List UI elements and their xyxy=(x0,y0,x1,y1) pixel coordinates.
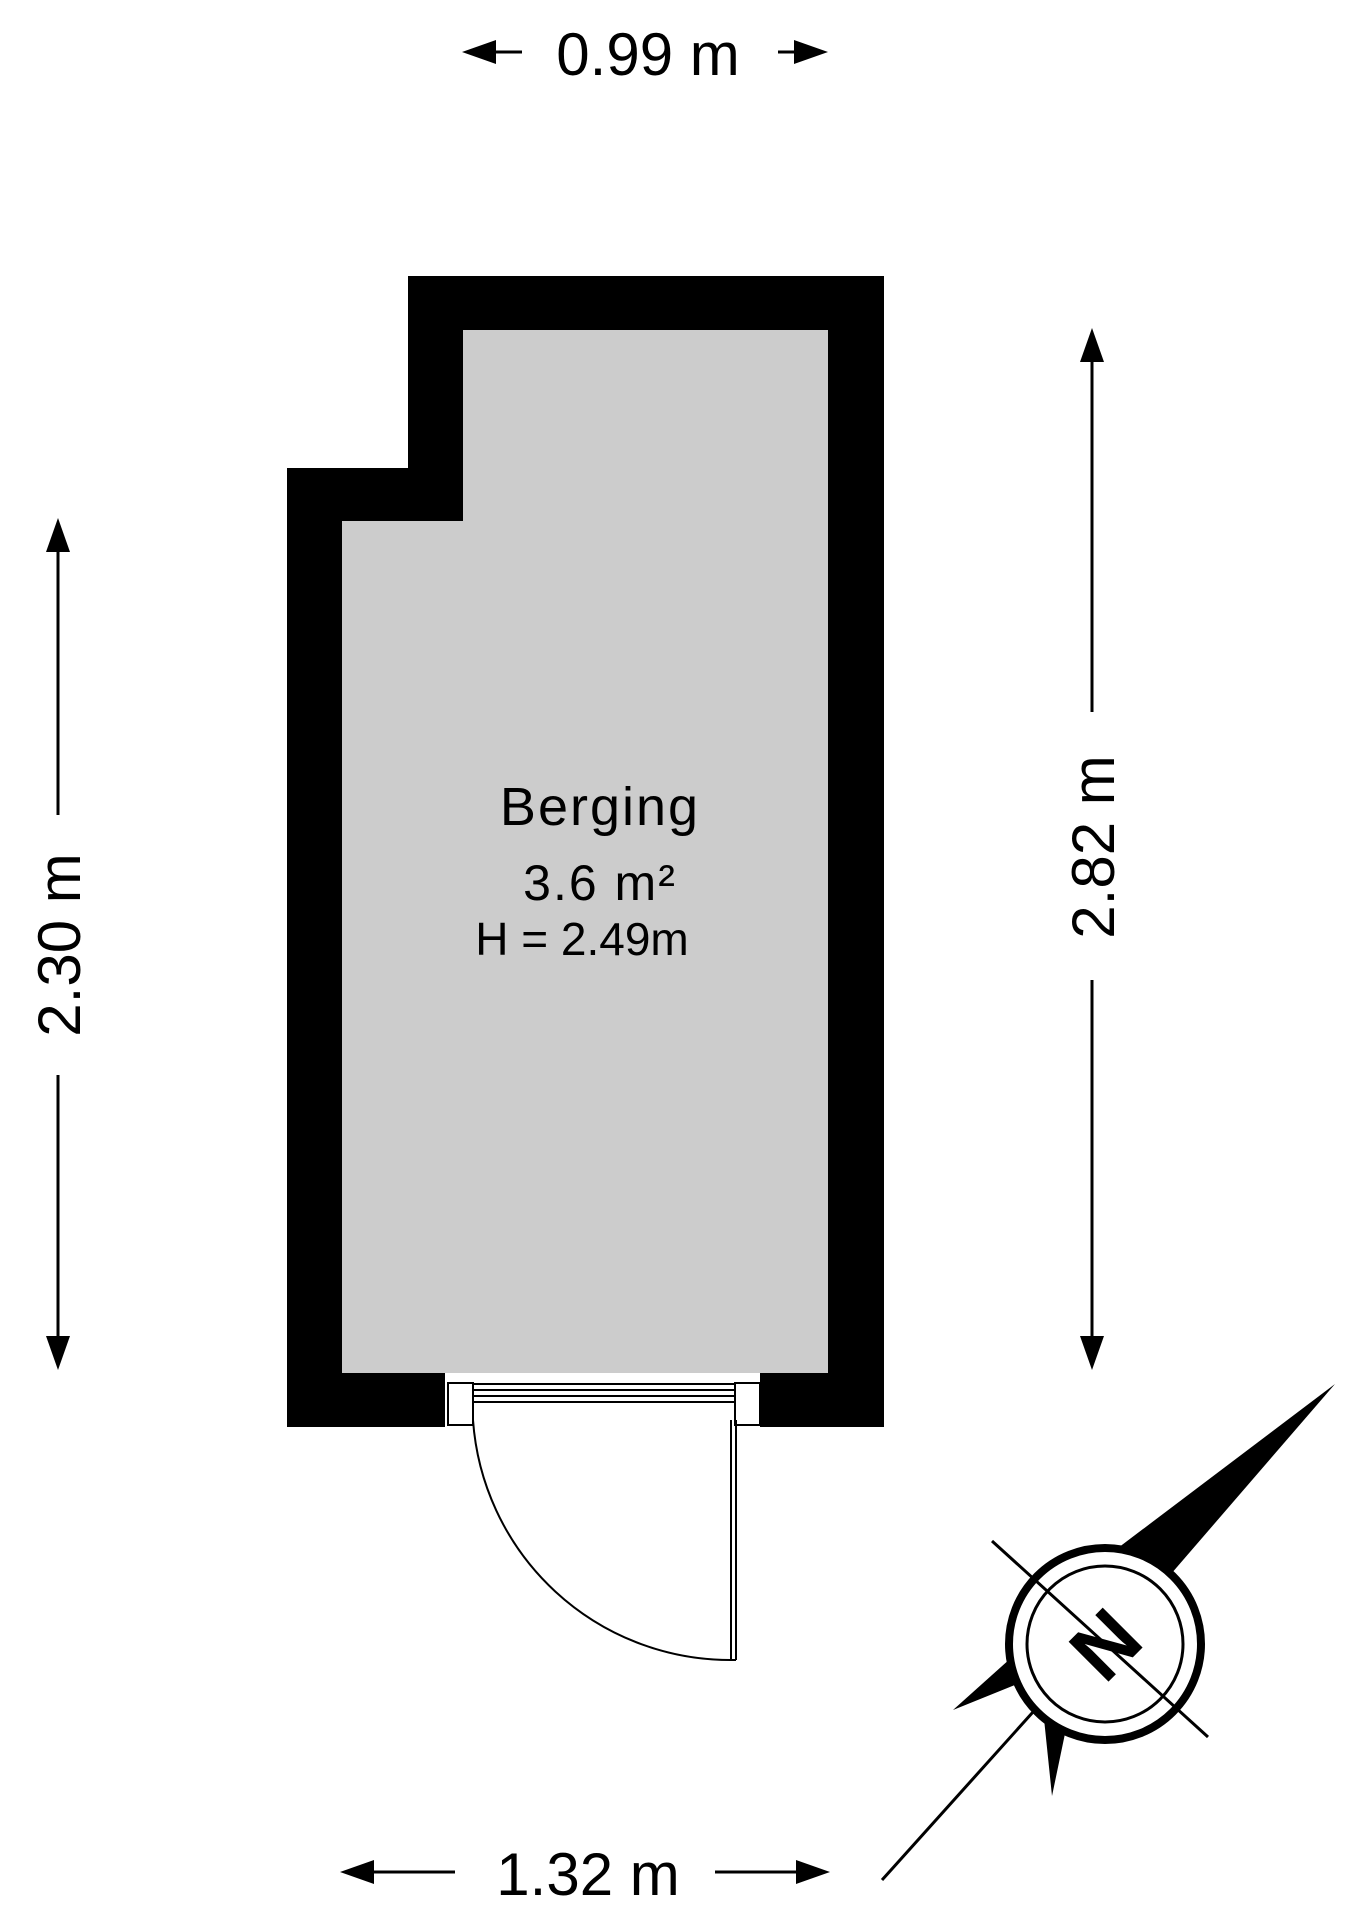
dimension-left xyxy=(46,518,70,1370)
compass-tail-line xyxy=(880,1700,1044,1882)
room-height: H = 2.49m xyxy=(475,913,689,965)
dimension-left-label: 2.30 m xyxy=(26,853,93,1036)
dimension-bottom-label: 1.32 m xyxy=(496,1841,679,1908)
compass-cross-line xyxy=(990,1539,1210,1739)
door-opening xyxy=(445,1373,760,1427)
door-swing xyxy=(472,1419,737,1662)
compass-rose: N xyxy=(880,1384,1335,1882)
room-floor xyxy=(342,330,828,1373)
room-name: Berging xyxy=(500,777,700,837)
dimension-right xyxy=(1080,328,1104,1370)
dimension-top-label: 0.99 m xyxy=(556,21,739,88)
door-frame xyxy=(447,1382,761,1426)
dimension-top xyxy=(462,40,828,64)
dimension-right-label: 2.82 m xyxy=(1060,755,1127,938)
room-area: 3.6 m² xyxy=(523,855,677,911)
compass-inner-circle xyxy=(1025,1564,1185,1724)
compass-needle-north xyxy=(1110,1384,1335,1596)
dimension-bottom xyxy=(340,1860,830,1884)
